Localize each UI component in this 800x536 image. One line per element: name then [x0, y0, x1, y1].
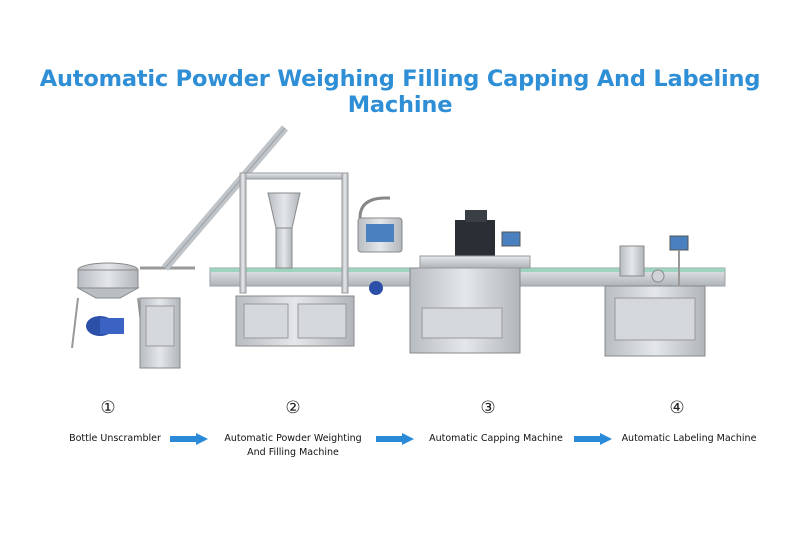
step-label-2-line2: And Filling Machine: [247, 447, 339, 458]
arrow-right-icon: [574, 433, 612, 445]
arrow-right-icon: [376, 433, 414, 445]
page-title: Automatic Powder Weighing Filling Cappin…: [39, 66, 761, 118]
machine-line-illustration: [71, 125, 726, 369]
step-number-2: ②: [285, 398, 301, 418]
step-label-2: Automatic Powder Weighting And Filling M…: [222, 432, 364, 460]
step-number-4: ④: [669, 398, 685, 418]
step-label-2-line1: Automatic Powder Weighting: [224, 433, 362, 444]
arrow-right-icon: [170, 433, 208, 445]
capping-machine-illustration: [409, 210, 531, 354]
step-number-3: ③: [480, 398, 496, 418]
labeling-machine-illustration: [604, 235, 706, 357]
step-label-1: Bottle Unscrambler: [69, 433, 161, 444]
powder-filling-machine-illustration: [161, 125, 403, 347]
step-label-4: Automatic Labeling Machine: [621, 433, 757, 444]
step-number-1: ①: [100, 398, 116, 418]
step-label-3: Automatic Capping Machine: [429, 433, 563, 444]
bottle-unscrambler-illustration: [71, 262, 195, 369]
